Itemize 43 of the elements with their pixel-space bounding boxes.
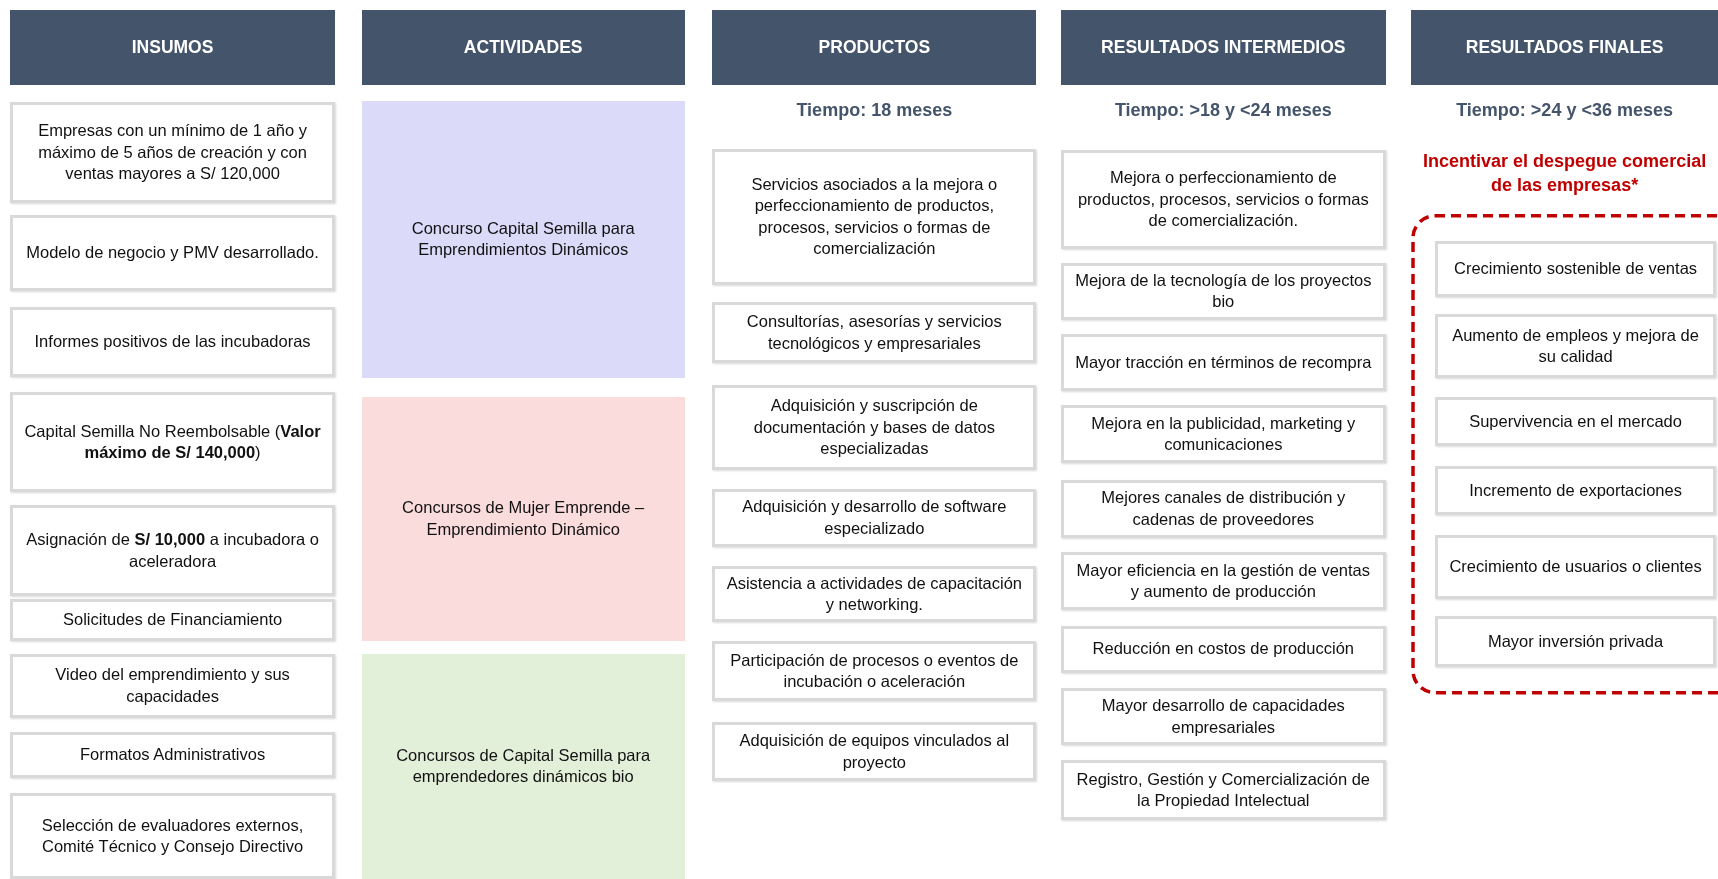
column-header: INSUMOS	[9, 9, 336, 86]
text-box: Mejora de la tecnología de los proyectos bio	[1060, 262, 1386, 320]
text-box: Mejores canales de distribución y cadenas de proveedores	[1060, 479, 1386, 538]
column-header: PRODUCTOS	[712, 9, 1037, 86]
time-label: Tiempo: 18 meses	[795, 99, 954, 121]
text-box: Registro, Gestión y Comercialización de la Propiedad Intelectual	[1060, 760, 1386, 820]
text-box: Empresas con un mínimo de 1 año y máximo de 5 años de creación y con ventas mayores a S/ 120,000	[9, 101, 336, 203]
text-box: Participación de procesos o eventos de incubación o aceleración	[712, 640, 1037, 702]
activity-panel: Concursos de Capital Semilla para emprendedores dinámicos bio	[361, 654, 685, 879]
text-box: Capital Semilla No Reembolsable (Valor máximo de S/ 140,000)	[9, 392, 336, 492]
text-box: Adquisición y suscripción de documentación y bases de datos especializadas	[712, 384, 1037, 470]
text-box: Modelo de negocio y PMV desarrollado.	[9, 214, 336, 292]
text-box: Mayor eficiencia en la gestión de ventas y aumento de producción	[1060, 552, 1386, 611]
text-box: Selección de evaluadores externos, Comité Técnico y Consejo Directivo	[9, 793, 336, 879]
activity-panel: Concurso Capital Semilla para Emprendimientos Dinámicos	[361, 100, 685, 378]
text-box: Asistencia a actividades de capacitación y networking.	[712, 566, 1037, 623]
text-box: Informes positivos de las incubadoras	[9, 306, 336, 377]
column-header: RESULTADOS FINALES	[1411, 9, 1718, 86]
time-label: Tiempo: >24 y <36 meses	[1455, 99, 1674, 121]
text-box: Adquisición y desarrollo de software especializado	[712, 488, 1037, 547]
text-box: Adquisición de equipos vinculados al proyecto	[712, 722, 1037, 782]
text-box: Supervivencia en el mercado	[1435, 396, 1716, 446]
text-box: Mayor desarrollo de capacidades empresariales	[1060, 688, 1386, 746]
text-box: Servicios asociados a la mejora o perfeccionamiento de productos, procesos, servicios o formas de comercialización	[712, 149, 1037, 285]
text-box: Asignación de S/ 10,000 a incubadora o aceleradora	[9, 505, 336, 597]
text-box: Formatos Administrativos	[9, 731, 336, 778]
text-box: Aumento de empleos y mejora de su calidad	[1435, 314, 1716, 378]
group-heading: Incentivar el despegue comercial de las empresas*	[1422, 150, 1708, 198]
text-box: Video del emprendimiento y sus capacidades	[9, 654, 336, 718]
text-box: Reducción en costos de producción	[1060, 625, 1386, 673]
text-box: Crecimiento de usuarios o clientes	[1435, 534, 1716, 600]
text-box: Solicitudes de Financiamiento	[9, 599, 336, 641]
text-box: Mayor inversión privada	[1435, 615, 1716, 668]
activity-panel: Concursos de Mujer Emprende – Emprendimiento Dinámico	[361, 396, 685, 641]
time-label: Tiempo: >18 y <24 meses	[1113, 99, 1333, 121]
text-box: Mejora en la publicidad, marketing y comunicaciones	[1060, 405, 1386, 464]
text-box: Crecimiento sostenible de ventas	[1435, 241, 1716, 297]
text-box: Mayor tracción en términos de recompra	[1060, 334, 1386, 392]
text-box: Incremento de exportaciones	[1435, 465, 1716, 515]
column-header: ACTIVIDADES	[361, 9, 685, 86]
text-box: Consultorías, asesorías y servicios tecnológicos y empresariales	[712, 302, 1037, 363]
text-box: Mejora o perfeccionamiento de productos, procesos, servicios o formas de comercialización.	[1060, 150, 1386, 249]
column-header: RESULTADOS INTERMEDIOS	[1060, 9, 1386, 86]
